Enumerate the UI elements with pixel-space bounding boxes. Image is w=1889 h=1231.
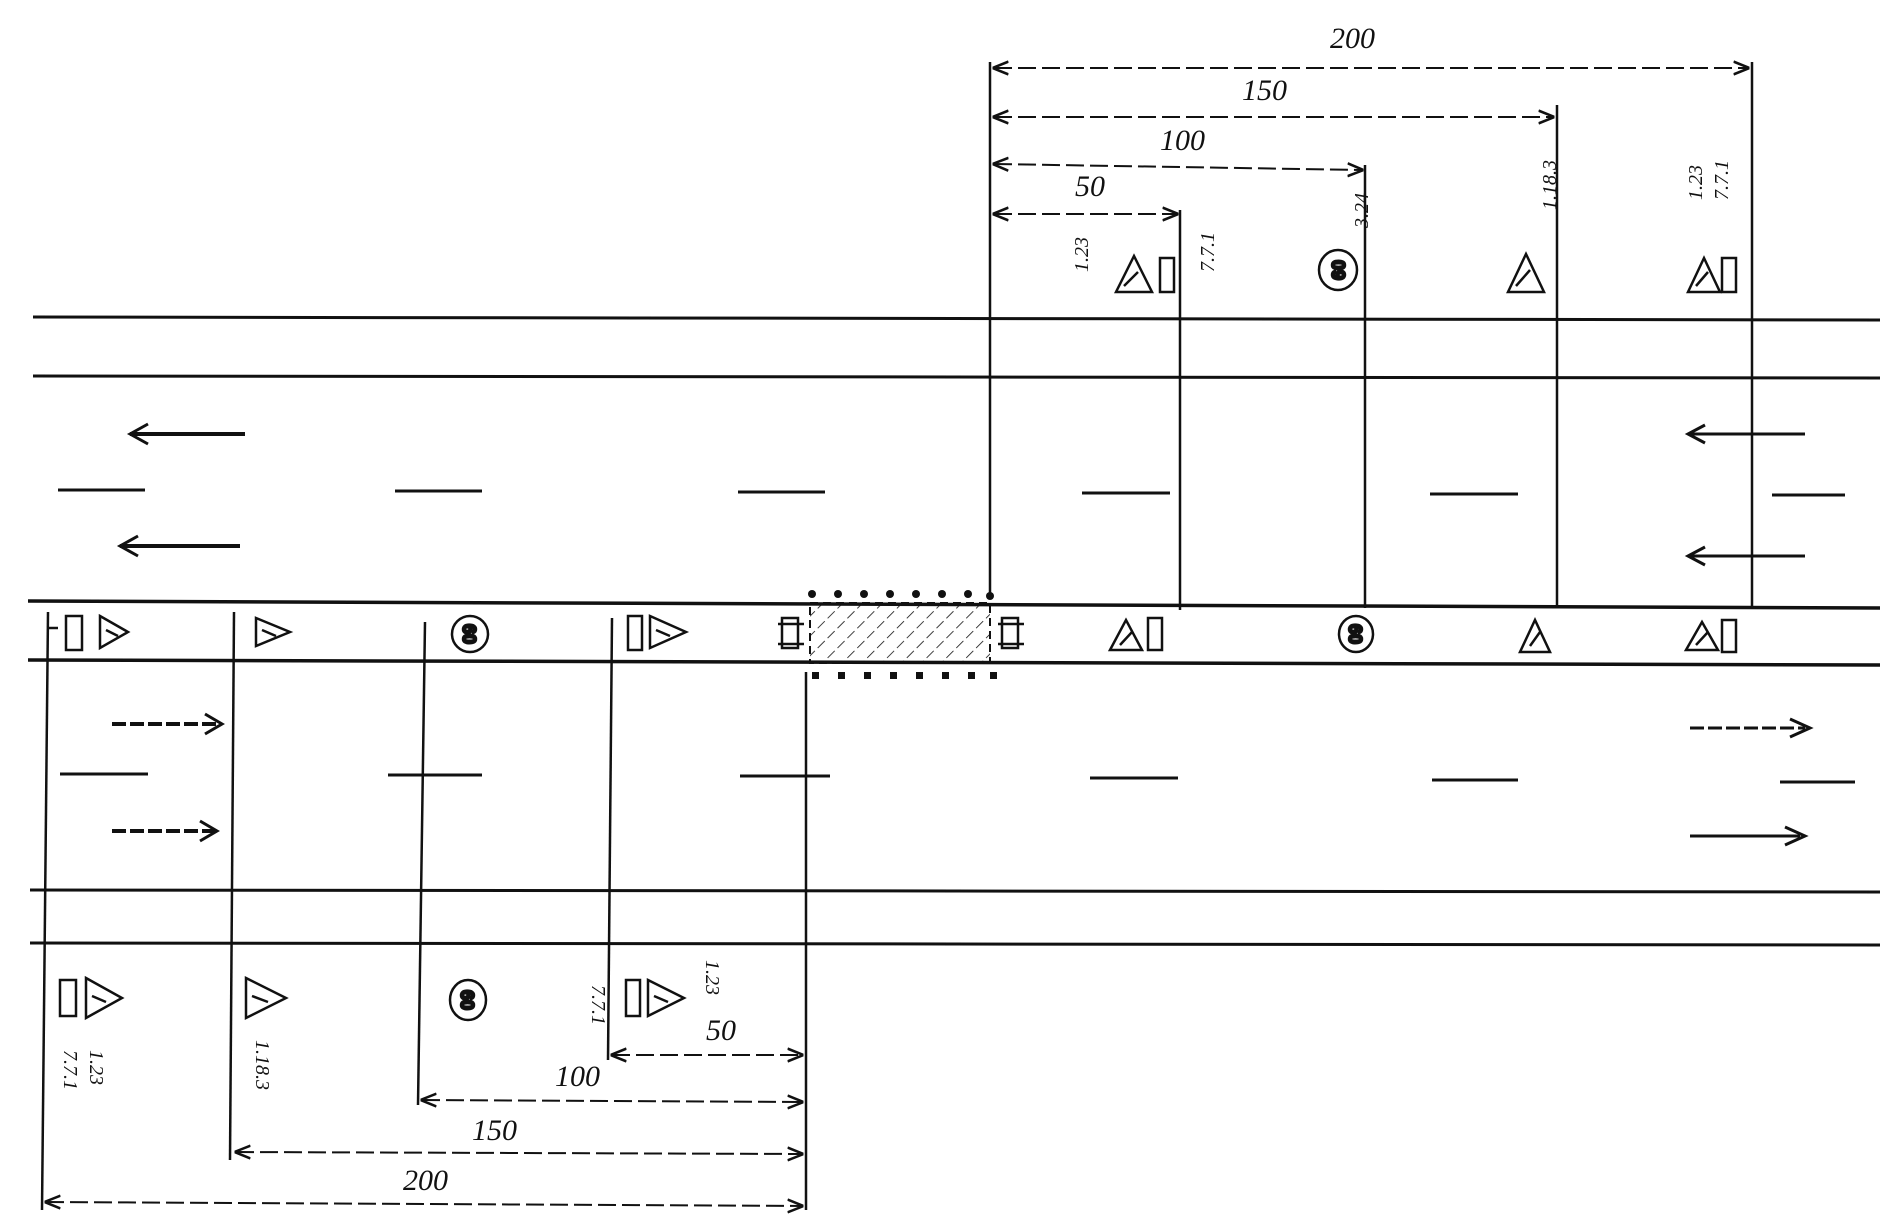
lane-dashes-lower [60,772,1855,784]
median-signs-right: 60 [1107,614,1738,654]
warning-triangle-icon [254,616,294,648]
roadside-sign-codes-top: 1.23 7.7.1 3.24 1.18.3 1.23 7.7.1 [1071,160,1733,272]
tablet-sign-icon [64,614,84,652]
dim-label-bottom-50: 50 [706,1014,736,1047]
dim-label-bottom-200: 200 [403,1164,448,1197]
road-edge-top-inner [32,374,1881,380]
median-signs-left: 60 [48,613,690,654]
dim-bottom-200 [46,1202,802,1206]
warning-triangle-icon [1686,255,1722,294]
warning-triangle-icon [648,614,690,650]
tablet-sign-icon [1146,616,1164,652]
sign-position-leaders [40,62,1754,1211]
sign-code-1-18-3-top: 1.18.3 [1539,160,1561,210]
dim-label-bottom-100: 100 [555,1060,600,1093]
sign-code-7-7-1-top-left: 7.7.1 [1197,232,1219,272]
tablet-sign-icon [1720,618,1738,654]
warning-triangle-icon [98,613,131,651]
warning-triangle-icon [244,975,289,1021]
speed-limit-value-top: 60 [1329,260,1349,280]
sign-code-3-24-top: 3.24 [1351,193,1373,229]
barrier-left-icon [778,616,804,650]
dim-top-100 [994,164,1362,170]
tablet-sign-icon [624,978,642,1018]
roadside-sign-codes-bottom: 1.23 7.7.1 1.18.3 7.7.1 1.23 [59,960,723,1090]
sign-code-1-23-bottom-left: 1.23 [85,1050,107,1085]
traffic-arrows-left [112,422,245,843]
speed-limit-value-bottom: 60 [457,990,477,1010]
dim-label-bottom-150: 150 [472,1114,517,1147]
speed-limit-sign-icon [448,978,488,1022]
sign-code-7-7-1-bottom: 7.7.1 [587,985,609,1025]
warning-triangle-icon [646,977,687,1019]
warning-triangle-icon [1518,617,1552,654]
work-zone [778,590,1024,679]
speed-limit-sign-icon [1337,614,1375,654]
sign-code-7-7-1-top-far: 7.7.1 [1711,160,1733,200]
sign-code-1-18-3-bottom: 1.18.3 [251,1040,273,1090]
speed-limit-sign-icon [450,614,490,654]
road-edges [29,315,1881,947]
top-dimension-labels: 200 150 100 50 [1075,22,1375,203]
warning-triangle-icon [1113,253,1155,294]
roadside-signs-top: 60 [1113,248,1738,294]
dim-label-top-100: 100 [1160,124,1205,157]
sign-code-1-23-top-left: 1.23 [1071,237,1093,272]
speed-limit-value-median-right: 60 [1345,624,1365,644]
lane-dashes-upper [58,488,1845,497]
barrier-dots-top [808,590,994,600]
dim-bottom-150 [236,1152,802,1154]
traffic-arrows-right [1684,423,1814,847]
tablet-sign-icon [58,978,78,1018]
road-edge-bottom-outer [29,941,1881,947]
warning-triangle-icon [84,975,125,1021]
sign-code-7-7-1-bottom-left: 7.7.1 [59,1050,81,1090]
barrier-dots-bottom [812,672,997,679]
speed-limit-sign-icon [1317,248,1359,292]
bottom-dimension-lines [46,1055,802,1206]
road-edge-bottom-inner [29,888,1881,894]
speed-limit-value-median-left: 60 [459,624,479,644]
top-dimension-lines [994,68,1748,214]
dim-label-top-200: 200 [1330,22,1375,55]
road-edge-top-outer [32,315,1881,322]
sign-code-1-23-bottom: 1.23 [701,960,723,995]
dim-bottom-100 [422,1100,802,1102]
tablet-sign-icon [1158,256,1176,294]
dim-label-top-150: 150 [1242,74,1287,107]
bottom-dimension-labels: 200 150 100 50 [403,1014,736,1197]
tablet-sign-icon [626,614,644,652]
warning-triangle-icon [1506,251,1546,294]
sign-code-1-23-top-far: 1.23 [1685,165,1707,200]
barrier-right-icon [998,616,1024,650]
dim-label-top-50: 50 [1075,170,1105,203]
warning-triangle-icon [1107,617,1145,652]
tablet-sign-icon [1720,256,1738,294]
warning-triangle-icon [1683,619,1721,652]
roadside-signs-bottom: 60 [58,975,687,1022]
work-zone-hatched-area [809,602,991,664]
